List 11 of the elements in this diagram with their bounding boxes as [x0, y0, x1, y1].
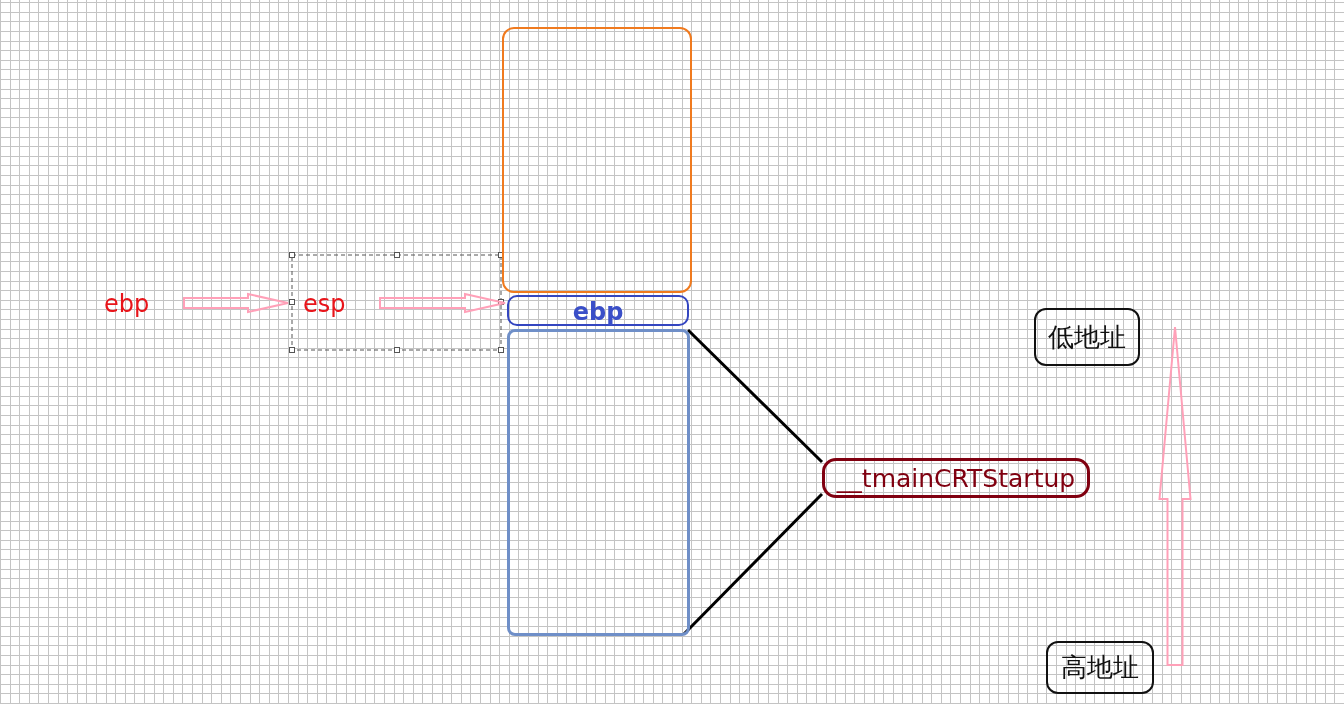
address-label-box: 高地址 [1046, 641, 1154, 694]
register-label: ebp [104, 287, 182, 321]
block-arrow [379, 292, 506, 314]
block-arrow [1158, 326, 1192, 666]
register-label: esp [292, 287, 378, 321]
block-arrow [183, 292, 289, 314]
function-label-box: __tmainCRTStartup [822, 458, 1090, 498]
stack-frame-box [507, 329, 690, 636]
memory-block [502, 27, 692, 293]
stack-cell: ebp [507, 295, 689, 326]
address-label-box: 低地址 [1034, 308, 1140, 366]
